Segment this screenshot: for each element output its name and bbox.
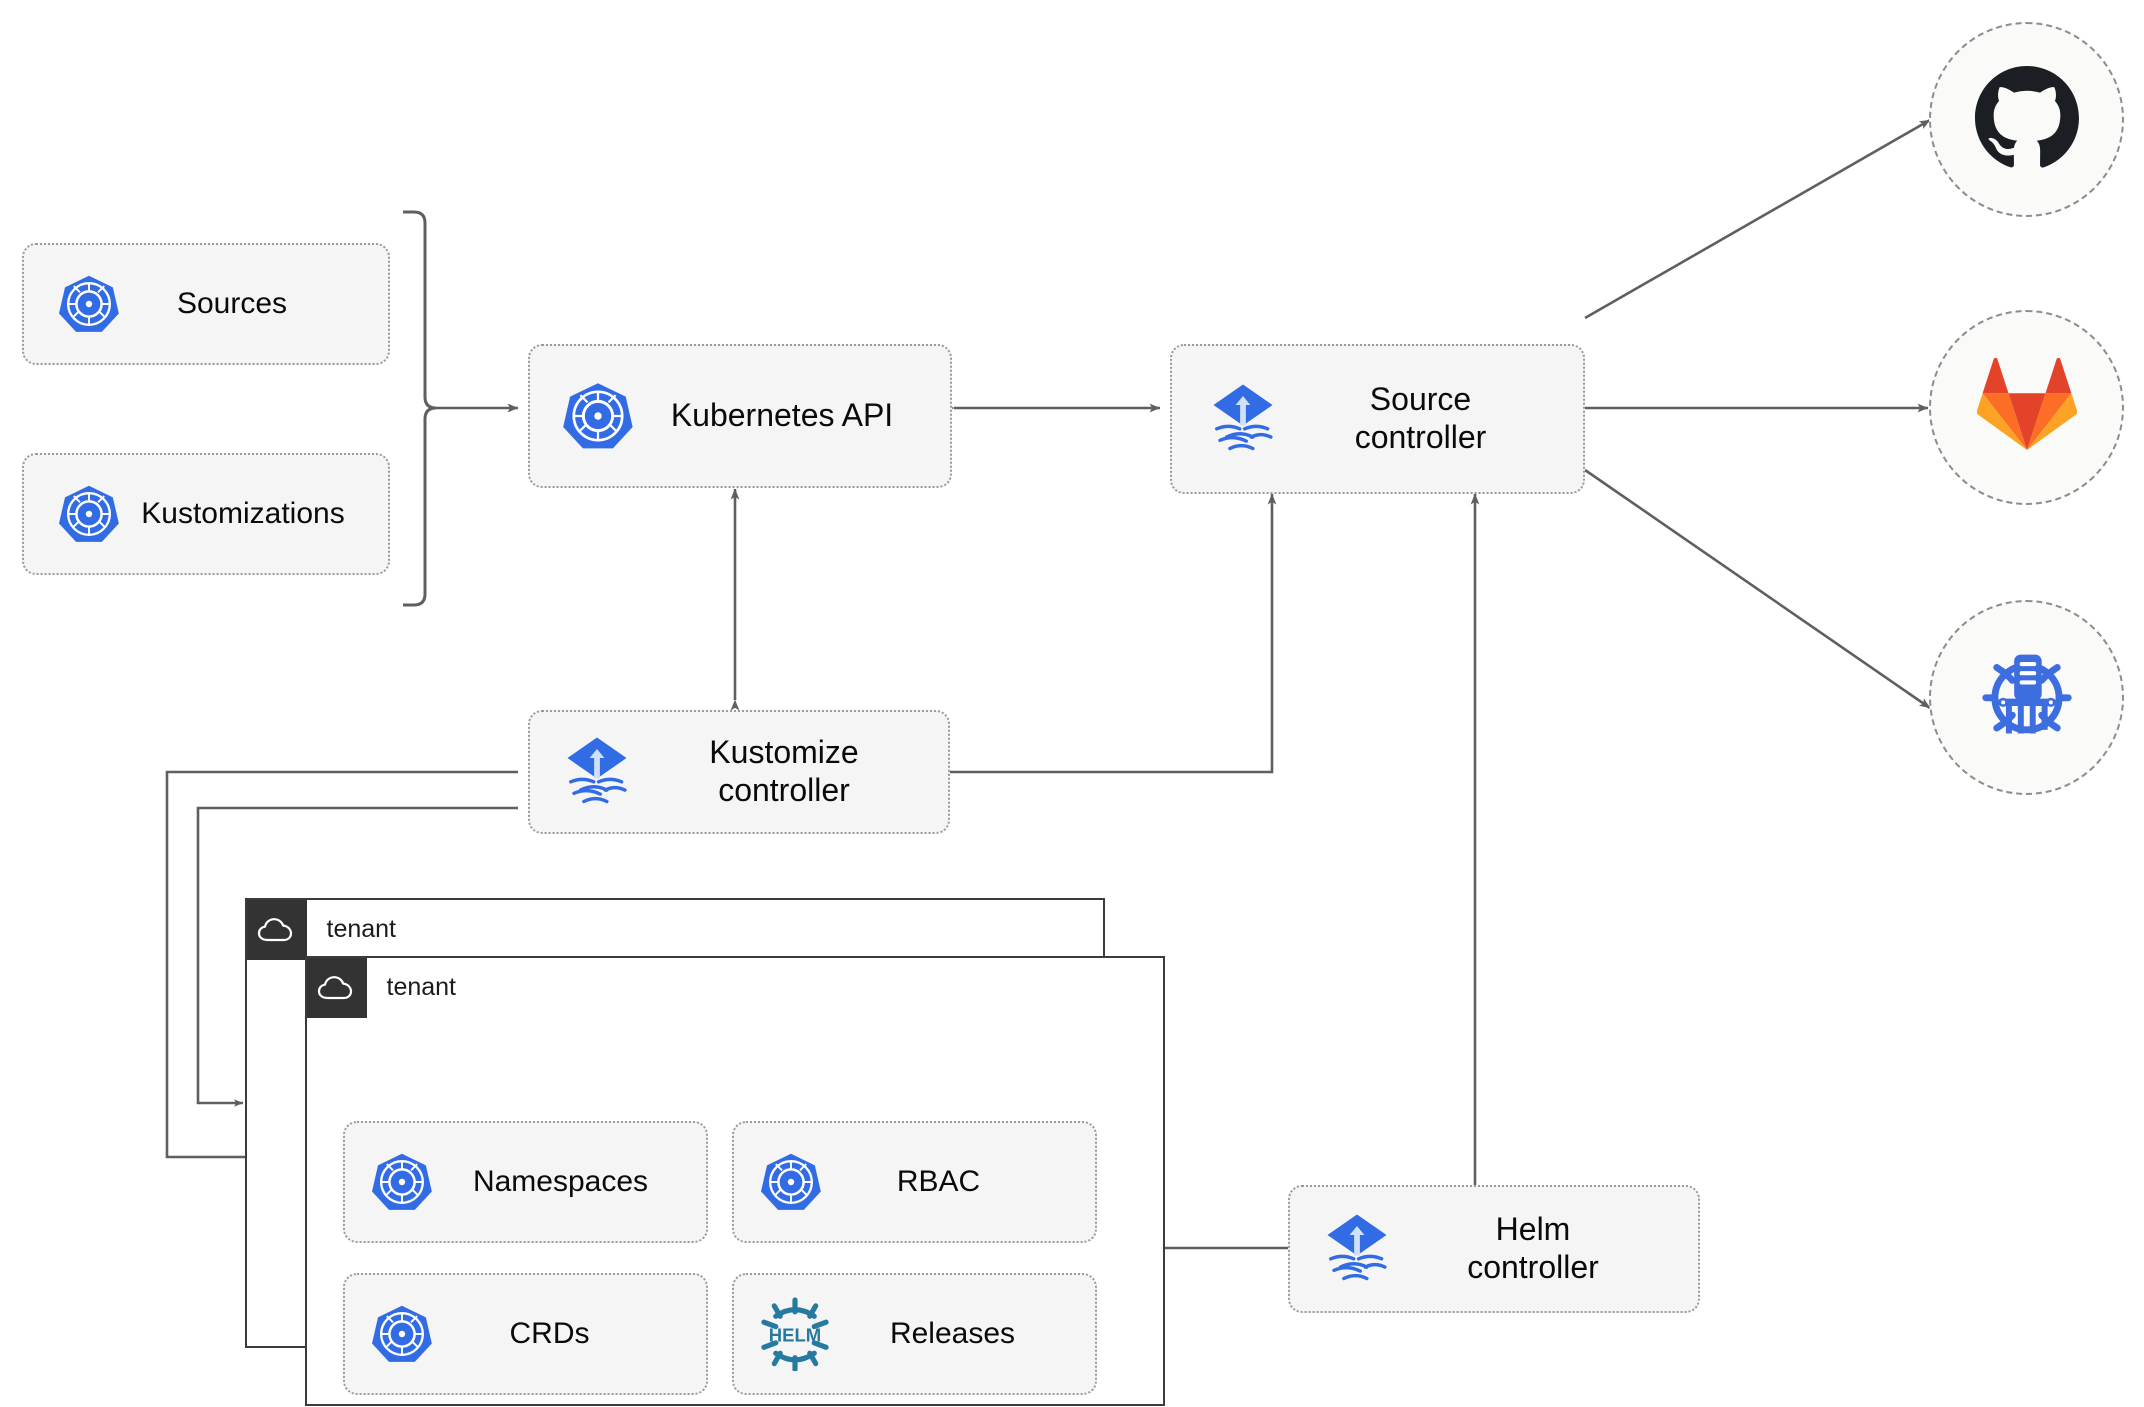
node-kustomize-controller-label: Kustomize controller [709, 734, 859, 808]
tenant-back-label: tenant [326, 915, 397, 943]
kubernetes-icon [371, 1151, 433, 1213]
node-kustomize-controller[interactable]: Kustomize controller [528, 710, 950, 834]
github-icon [1974, 65, 2079, 174]
tenant-front-label: tenant [386, 973, 457, 1001]
edge-kustomize-sourcecontroller [950, 493, 1277, 774]
tenant-front-titlebar: tenant [306, 957, 457, 1018]
kubernetes-icon [58, 273, 120, 335]
edge-source-registry [1584, 468, 1931, 710]
helm-registry-icon [1972, 640, 2082, 755]
svg-text:HELM: HELM [769, 1324, 821, 1345]
node-releases-label: Releases [889, 1317, 1016, 1351]
tenant-window-front[interactable]: tenant Namespaces [305, 956, 1165, 1406]
node-kubernetes-api-label: Kubernetes API [670, 397, 894, 434]
flux-icon [556, 731, 638, 813]
node-crds-label: CRDs [509, 1317, 590, 1351]
node-rbac[interactable]: RBAC [732, 1121, 1097, 1243]
gitlab-icon [1976, 357, 2077, 457]
node-sources-label: Sources [176, 287, 288, 321]
node-kustomizations[interactable]: Kustomizations [22, 453, 390, 575]
flux-icon [1202, 378, 1284, 460]
node-helm-controller[interactable]: Helm controller [1288, 1185, 1700, 1313]
edge-source-github [1584, 118, 1931, 320]
node-releases[interactable]: HELM Releases [732, 1273, 1097, 1395]
kubernetes-icon [58, 483, 120, 545]
kubernetes-icon [562, 380, 634, 452]
node-kubernetes-api[interactable]: Kubernetes API [528, 344, 952, 488]
node-namespaces[interactable]: Namespaces [343, 1121, 708, 1243]
provider-github[interactable] [1929, 22, 2124, 217]
tenant-back-titlebar: tenant [246, 899, 397, 960]
edge-kustomize-tenant-back [196, 806, 518, 1107]
provider-registry[interactable] [1929, 600, 2124, 795]
cloud-icon [246, 899, 307, 960]
helm-icon: HELM [758, 1297, 832, 1371]
edge-inputs-brace [403, 210, 437, 607]
node-sources[interactable]: Sources [22, 243, 390, 365]
kubernetes-icon [760, 1151, 822, 1213]
node-source-controller[interactable]: Source controller [1170, 344, 1585, 494]
cloud-icon [306, 957, 367, 1018]
node-helm-controller-label: Helm controller [1467, 1211, 1599, 1285]
node-source-controller-label: Source controller [1354, 381, 1487, 455]
flux-icon [1316, 1208, 1398, 1290]
node-rbac-label: RBAC [896, 1165, 981, 1199]
node-kustomizations-label: Kustomizations [141, 497, 345, 531]
node-namespaces-label: Namespaces [472, 1165, 649, 1199]
kubernetes-icon [371, 1303, 433, 1365]
provider-gitlab[interactable] [1929, 310, 2124, 505]
edge-kustomize-tenant-front [165, 770, 518, 1161]
node-crds[interactable]: CRDs [343, 1273, 708, 1395]
